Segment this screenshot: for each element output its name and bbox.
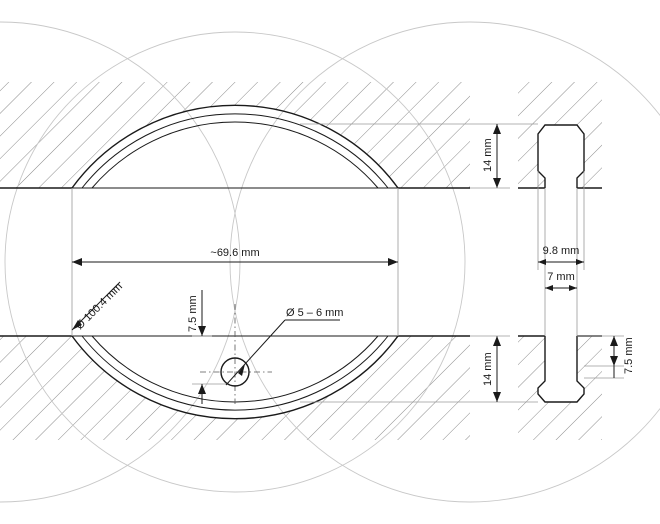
upper-lens-arc [71, 104, 399, 189]
hole-offset-label: 7.5 mm [187, 295, 199, 332]
projection-lines [300, 123, 538, 403]
upper-block-hatch [0, 82, 470, 188]
hole-circle [220, 357, 250, 387]
arc-diameter-dimension: Ø 100.4 mm [71, 281, 125, 332]
hole-diameter-dimension: Ø 5 – 6 mm [225, 307, 343, 386]
chord-width-label: ~69.6 mm [210, 247, 259, 259]
chord-width-dimension: ~69.6 mm [72, 247, 398, 266]
hole-offset-dimension: 7.5 mm [187, 290, 226, 404]
upper-thickness-label: 14 mm [482, 138, 494, 172]
side-width-inner-dimension: 7 mm [545, 271, 577, 291]
side-width-inner-label: 7 mm [547, 271, 575, 283]
side-hole-offset-dimension: 7.5 mm [577, 335, 635, 379]
side-width-outer-label: 9.8 mm [543, 245, 580, 257]
side-width-outer-dimension: 9.8 mm [538, 245, 584, 265]
lower-thickness-dimension: 14 mm [470, 335, 510, 402]
hole-feature [200, 304, 272, 404]
upper-thickness-dimension: 14 mm [470, 124, 510, 189]
arc-diameter-label: Ø 100.4 mm [74, 281, 125, 332]
side-hole-offset-label: 7.5 mm [623, 337, 635, 374]
side-view-hatch [518, 82, 602, 440]
lower-thickness-label: 14 mm [482, 352, 494, 386]
hole-diameter-label: Ø 5 – 6 mm [286, 307, 343, 319]
